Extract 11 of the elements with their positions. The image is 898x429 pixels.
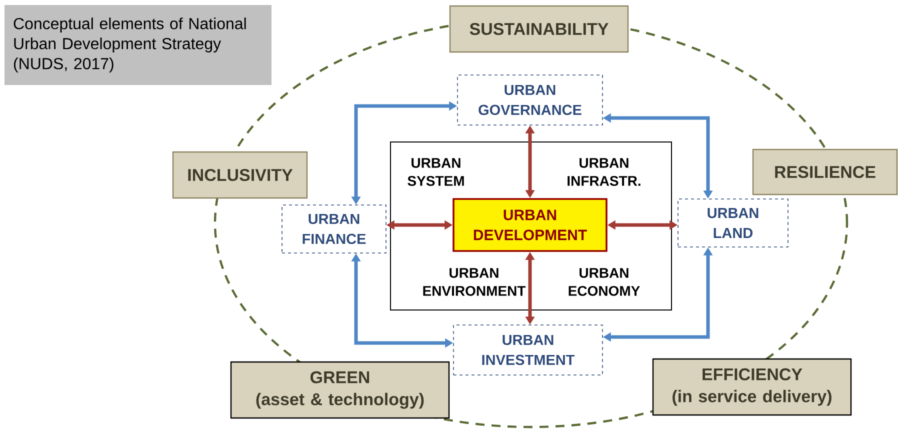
element-box: URBAN GOVERNANCE xyxy=(457,74,603,126)
element-box: URBAN INVESTMENT xyxy=(453,324,603,376)
value-box: GREEN (asset & technology) xyxy=(230,361,450,419)
element-box: URBAN FINANCE xyxy=(282,204,386,254)
title-box: Conceptual elements of National Urban Development Strategy (NUDS, 2017) xyxy=(4,5,272,85)
value-box: SUSTAINABILITY xyxy=(449,5,629,53)
core-box: URBAN DEVELOPMENT xyxy=(452,198,608,252)
element-box: URBAN LAND xyxy=(678,198,788,248)
value-box: INCLUSIVITY xyxy=(172,151,308,199)
value-box: EFFICIENCY (in service delivery) xyxy=(652,358,852,416)
value-box: RESILIENCE xyxy=(752,148,898,196)
